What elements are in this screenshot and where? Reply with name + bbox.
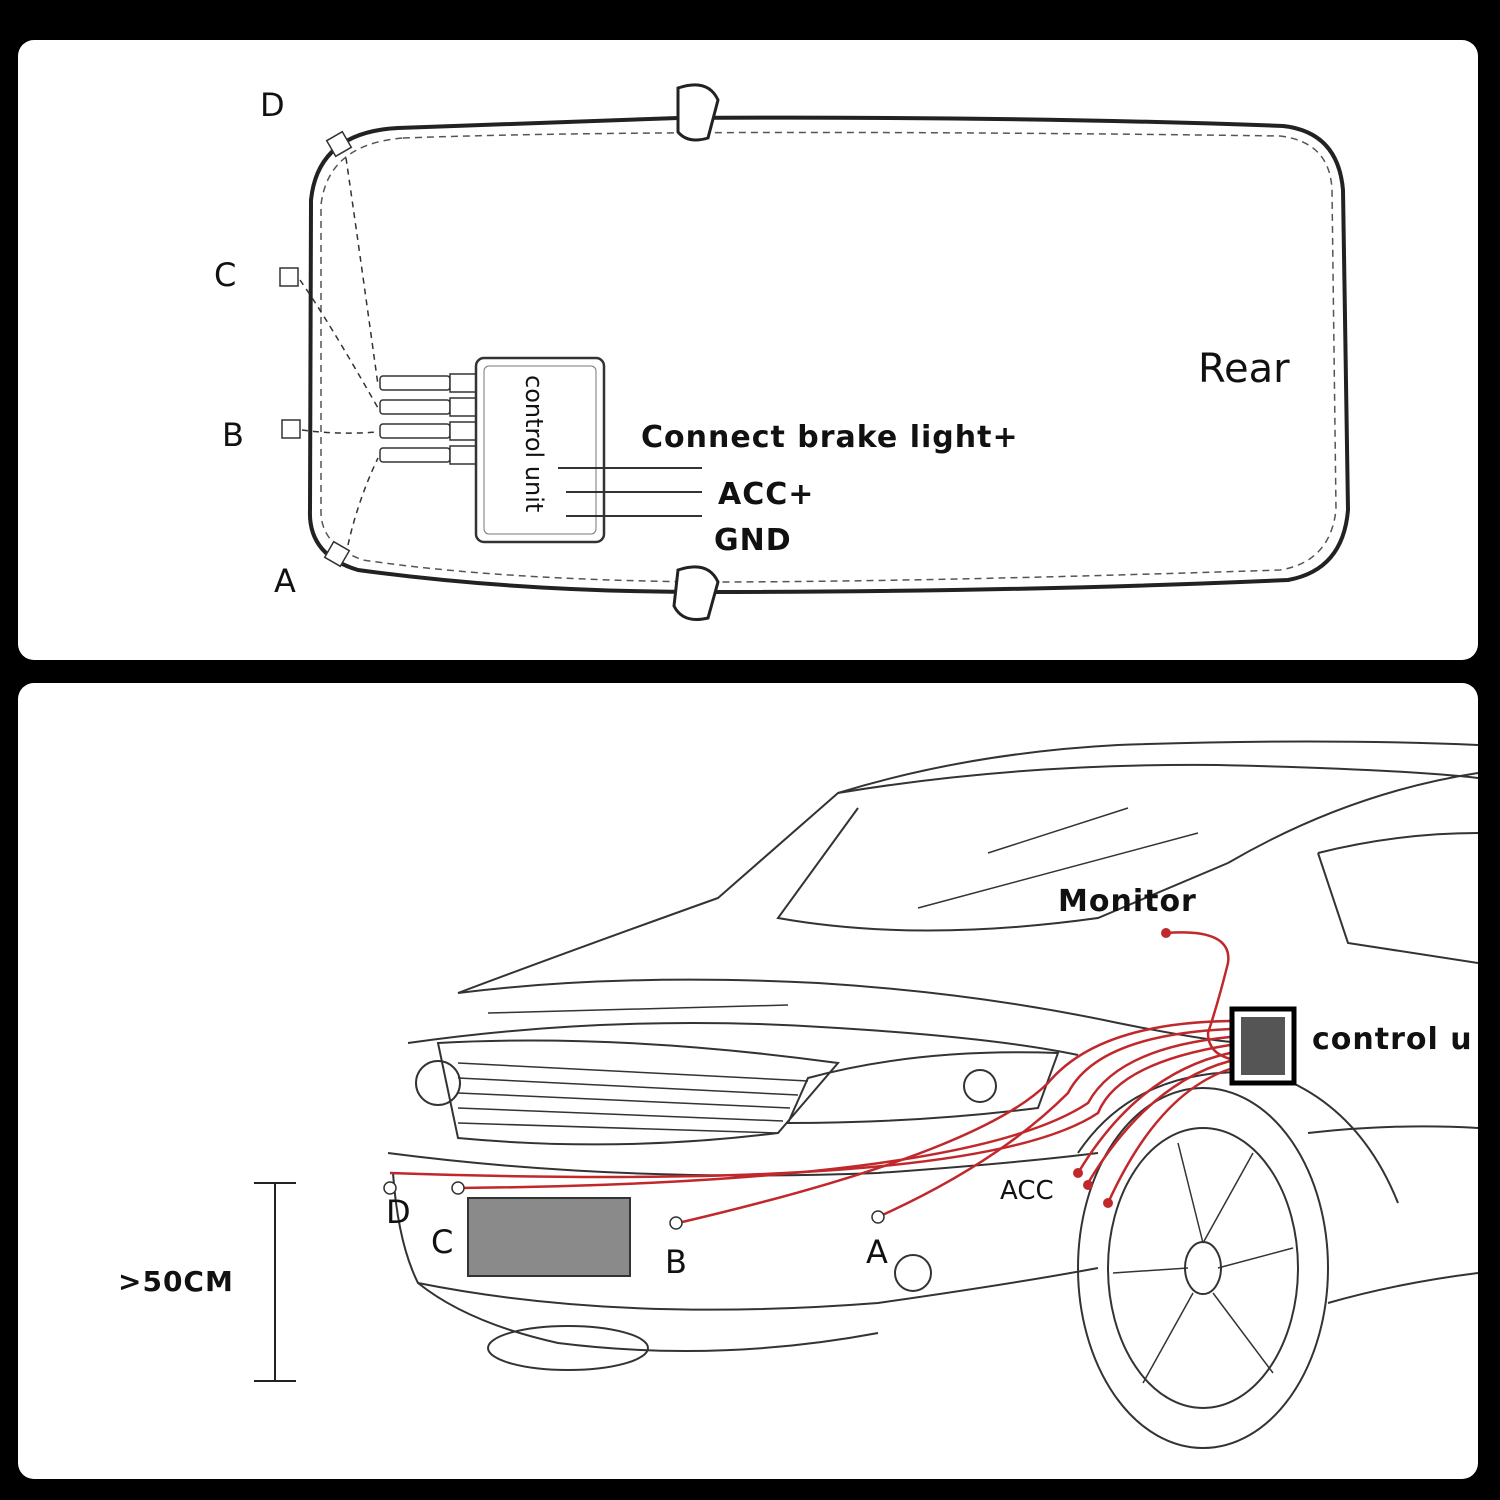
sensor-label-d: D: [260, 86, 285, 124]
sensor-dot-d: [383, 1181, 397, 1195]
control-unit-box: [474, 356, 606, 544]
sensor-a: [323, 540, 351, 568]
sensor-plugs: [379, 373, 477, 465]
height-label: >50CM: [118, 1265, 234, 1298]
car-inner-outline: [320, 131, 1337, 583]
sensor-label-c: C: [431, 1223, 453, 1261]
sensor-dot-a: [871, 1210, 885, 1224]
sensor-label-b: B: [665, 1243, 687, 1281]
sensor-c: [279, 267, 299, 287]
top-view-panel: control unit D C B A Rear Connect brake …: [18, 40, 1478, 660]
front-view-panel: Monitor control u ACC A B C D >50CM: [18, 683, 1478, 1479]
control-unit-label: control unit: [520, 375, 548, 512]
mirror-bottom: [672, 565, 720, 621]
front-view-diagram: Monitor control u ACC A B C D >50CM: [118, 740, 1478, 1449]
monitor-label: Monitor: [1058, 884, 1197, 919]
sensor-wiring-red: [389, 931, 1244, 1225]
sensor-label-a: A: [866, 1233, 888, 1271]
sensor-cables: [299, 157, 379, 546]
mirror-top: [676, 83, 720, 142]
acc-label: ACC: [1000, 1176, 1054, 1206]
height-indicator: [254, 1182, 296, 1382]
wire-label-gnd: GND: [714, 523, 792, 558]
sensor-label-a: A: [274, 562, 296, 600]
control-unit-label: control u: [1312, 1022, 1473, 1057]
sensor-dot-b: [669, 1216, 683, 1230]
sensor-d: [325, 130, 353, 158]
car-body-outline: [307, 115, 1351, 595]
sensor-dot-c: [451, 1181, 465, 1195]
sensor-b: [281, 419, 301, 439]
top-view-diagram: control unit D C B A Rear Connect brake …: [214, 83, 1351, 621]
license-plate: [467, 1197, 631, 1277]
sensor-label-d: D: [386, 1193, 411, 1231]
wire-label-acc: ACC+: [718, 477, 814, 512]
rear-label: Rear: [1198, 346, 1290, 392]
car-line-art: [387, 740, 1478, 1449]
sensor-label-c: C: [214, 256, 236, 294]
wire-label-brake: Connect brake light+: [641, 420, 1019, 455]
power-wires: [558, 467, 702, 517]
sensor-label-b: B: [222, 416, 244, 454]
